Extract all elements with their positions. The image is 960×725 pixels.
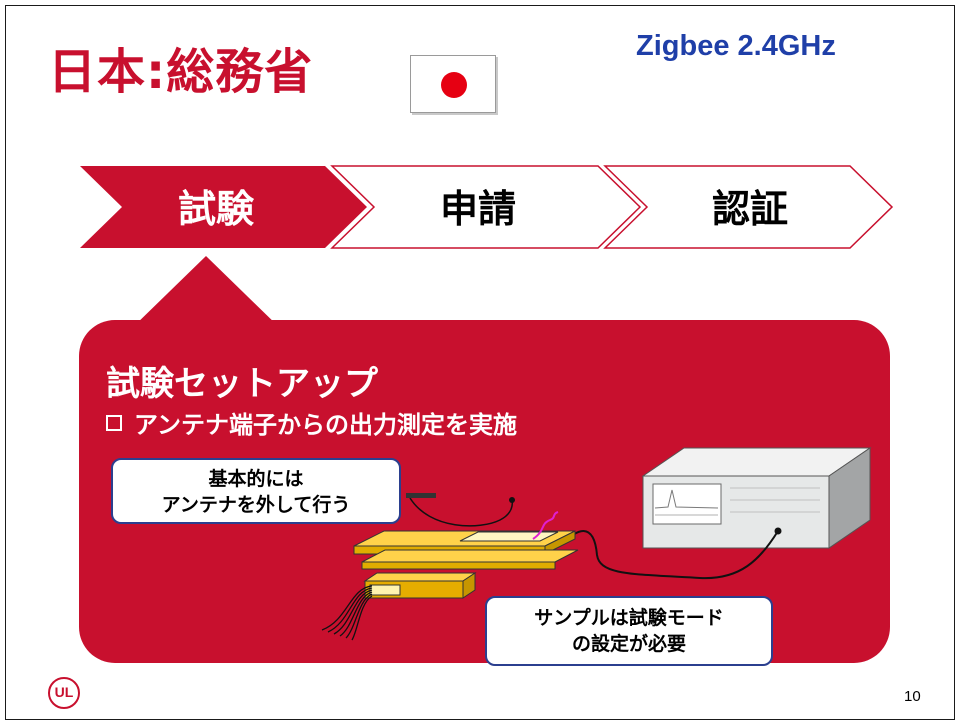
slide-title: 日本:総務省 (48, 44, 314, 100)
japan-flag-icon (410, 55, 496, 113)
spectrum-analyzer-icon (641, 447, 872, 549)
antenna-callout: 基本的には アンテナを外して行う (111, 458, 401, 524)
step-label-test: 試験 (178, 187, 255, 231)
panel-pointer (130, 256, 282, 330)
step-label-cert: 認証 (712, 187, 789, 231)
sample-callout: サンプルは試験モード の設定が必要 (485, 596, 773, 666)
step-chevron-test (80, 166, 367, 248)
sample-callout-line1: サンプルは試験モード (534, 607, 724, 629)
antenna-callout-line2: アンテナを外して行う (161, 494, 351, 516)
panel-bullet: アンテナ端子からの出力測定を実施 (106, 405, 517, 440)
slide-frame (5, 5, 955, 720)
panel-heading: 試験セットアップ (106, 364, 378, 404)
page-number: 10 (904, 688, 921, 705)
step-chevron-apply (330, 165, 642, 249)
sample-callout-line2: の設定が必要 (571, 633, 686, 655)
panel-bullet-text: アンテナ端子からの出力測定を実施 (134, 411, 518, 439)
ribbon-cable-icon (321, 585, 373, 641)
device-under-test-icon (353, 511, 579, 599)
checkbox-bullet-icon (106, 414, 122, 431)
slide-subtitle: Zigbee 2.4GHz (636, 30, 836, 62)
step-label-apply: 申請 (440, 187, 517, 231)
ul-logo-icon: UL (48, 677, 80, 709)
antenna-callout-line1: 基本的には (208, 468, 304, 490)
flag-disc (441, 72, 467, 98)
step-chevron-cert (603, 165, 894, 249)
